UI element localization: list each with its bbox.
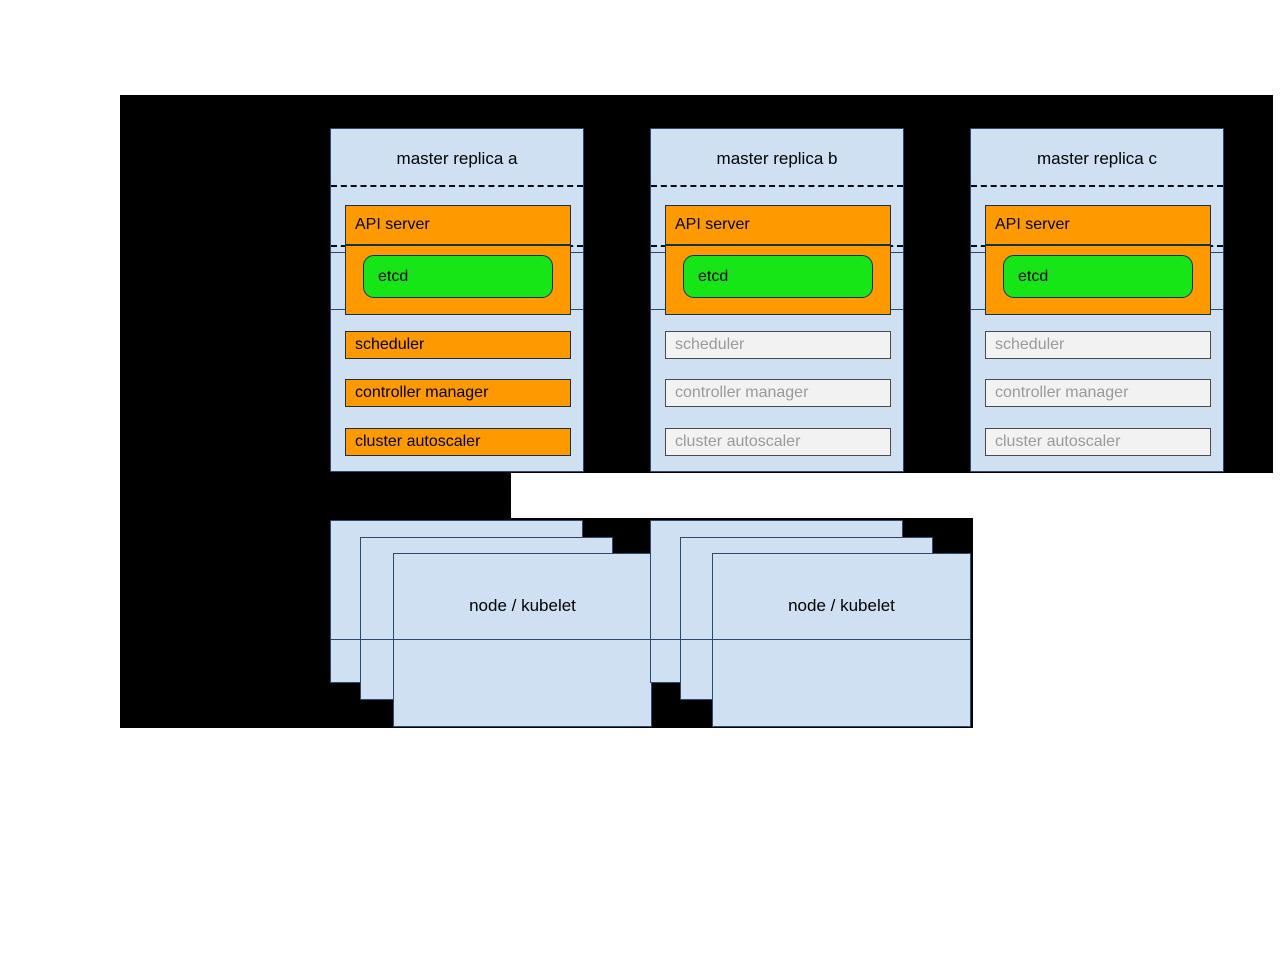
replica-a-scheduler[interactable]: scheduler bbox=[345, 331, 571, 359]
replica-b-controller-manager[interactable]: controller manager bbox=[665, 379, 891, 407]
replica-b-etcd[interactable]: etcd bbox=[683, 255, 873, 298]
replica-a-etcd-label: etcd bbox=[378, 267, 409, 285]
node-group-1-front-split bbox=[394, 639, 651, 640]
replica-c-controller-manager-label: controller manager bbox=[995, 384, 1129, 401]
replica-a-controller-manager[interactable]: controller manager bbox=[345, 379, 571, 407]
replica-c-api-server[interactable]: API server bbox=[985, 205, 1211, 245]
replica-b-api-server-label: API server bbox=[675, 216, 750, 233]
replica-b-api-server[interactable]: API server bbox=[665, 205, 891, 245]
replica-c-etcd-label: etcd bbox=[1018, 267, 1049, 285]
master-replica-b[interactable]: master replica b API server etcd schedul… bbox=[650, 128, 904, 472]
node-group-1-label: node / kubelet bbox=[469, 596, 576, 615]
replica-b-divider-top bbox=[651, 185, 903, 187]
replica-c-controller-manager[interactable]: controller manager bbox=[985, 379, 1211, 407]
replica-b-etcd-label: etcd bbox=[698, 267, 729, 285]
replica-a-cluster-autoscaler[interactable]: cluster autoscaler bbox=[345, 428, 571, 456]
replica-a-api-server[interactable]: API server bbox=[345, 205, 571, 245]
replica-c-cluster-autoscaler[interactable]: cluster autoscaler bbox=[985, 428, 1211, 456]
replica-a-api-server-label: API server bbox=[355, 216, 430, 233]
replica-a-controller-manager-label: controller manager bbox=[355, 384, 489, 401]
replica-c-etcd[interactable]: etcd bbox=[1003, 255, 1193, 298]
node-group-2-label: node / kubelet bbox=[788, 596, 895, 615]
replica-b-scheduler-label: scheduler bbox=[675, 336, 745, 353]
node-group-2-card-front[interactable]: node / kubelet bbox=[712, 553, 971, 727]
replica-c-cluster-autoscaler-label: cluster autoscaler bbox=[995, 433, 1121, 450]
replica-a-cluster-autoscaler-label: cluster autoscaler bbox=[355, 433, 481, 450]
master-replica-a-title: master replica a bbox=[396, 149, 518, 168]
replica-a-scheduler-label: scheduler bbox=[355, 336, 425, 353]
replica-b-cluster-autoscaler-label: cluster autoscaler bbox=[675, 433, 801, 450]
master-replica-a[interactable]: master replica a API server etcd schedul… bbox=[330, 128, 584, 472]
master-replica-c-title: master replica c bbox=[1037, 149, 1157, 168]
replica-a-divider-top bbox=[331, 185, 583, 187]
replica-c-scheduler[interactable]: scheduler bbox=[985, 331, 1211, 359]
replica-b-cluster-autoscaler[interactable]: cluster autoscaler bbox=[665, 428, 891, 456]
replica-b-scheduler[interactable]: scheduler bbox=[665, 331, 891, 359]
replica-c-api-server-label: API server bbox=[995, 216, 1070, 233]
master-replica-b-title: master replica b bbox=[716, 149, 838, 168]
node-group-2-front-split bbox=[713, 639, 970, 640]
replica-a-etcd[interactable]: etcd bbox=[363, 255, 553, 298]
replica-b-controller-manager-label: controller manager bbox=[675, 384, 809, 401]
replica-c-divider-top bbox=[971, 185, 1223, 187]
master-replica-c[interactable]: master replica c API server etcd schedul… bbox=[970, 128, 1224, 472]
replica-c-scheduler-label: scheduler bbox=[995, 336, 1065, 353]
node-group-1-card-front[interactable]: node / kubelet bbox=[393, 553, 652, 727]
